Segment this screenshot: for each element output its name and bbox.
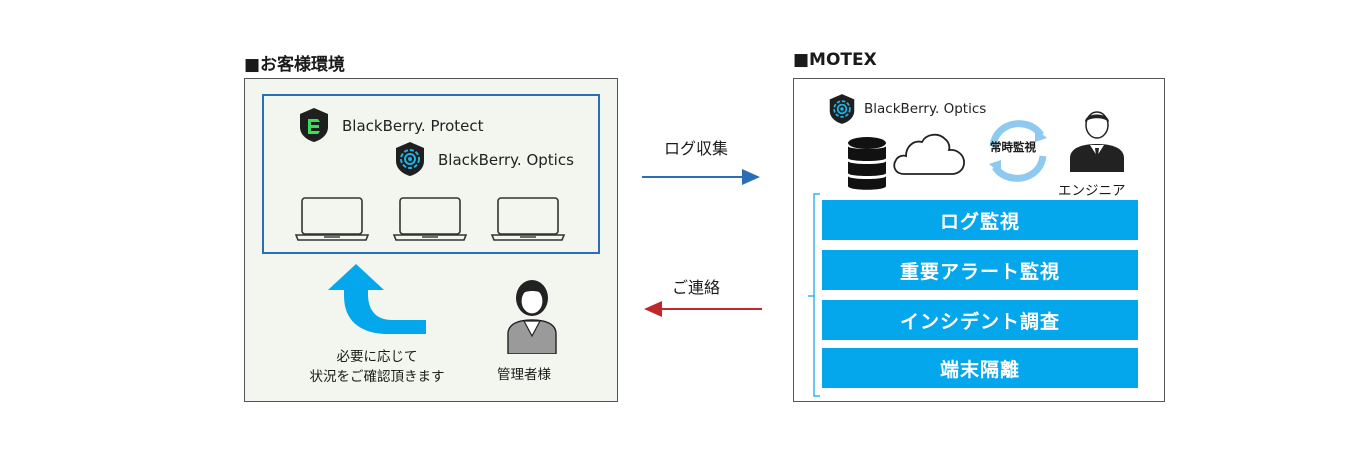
engineer-icon: [1070, 111, 1124, 172]
motex-optics-label: BlackBerry. Optics: [864, 101, 987, 117]
blackberry-protect-icon: [300, 108, 328, 142]
contact-arrow-icon: [644, 301, 762, 317]
administrator-icon: [507, 280, 557, 354]
log-collection-label: ログ収集: [664, 139, 729, 158]
administrator-label: 管理者様: [497, 367, 551, 383]
check-status-caption: 必要に応じて 状況をご確認頂きます: [282, 347, 472, 387]
laptop-icon: [393, 197, 467, 241]
check-status-caption-line1: 必要に応じて: [336, 349, 418, 365]
service-alert-monitoring: 重要アラート監視: [822, 250, 1138, 290]
engineer-label: エンジニア: [1058, 183, 1126, 199]
service-log-monitoring: ログ監視: [822, 200, 1138, 240]
customer-section-title: ■お客様環境: [244, 55, 346, 75]
cloud-icon: [893, 133, 965, 175]
laptop-icon: [491, 197, 565, 241]
service-bracket: [808, 193, 820, 397]
endpoint-group-box: [262, 94, 600, 254]
service-endpoint-isolation: 端末隔離: [822, 348, 1138, 388]
service-incident-investigation: インシデント調査: [822, 300, 1138, 340]
laptop-icon: [295, 197, 369, 241]
blackberry-optics-label: BlackBerry. Optics: [438, 151, 574, 169]
blackberry-optics-icon: [396, 142, 424, 176]
check-status-caption-line2: 状況をご確認頂きます: [309, 369, 445, 385]
log-collection-arrow-icon: [642, 169, 760, 185]
blackberry-protect-label: BlackBerry. Protect: [342, 117, 484, 135]
motex-section-title: ■MOTEX: [793, 50, 877, 70]
database-icon: [848, 137, 886, 190]
contact-label: ご連絡: [672, 278, 721, 297]
monitoring-label: 常時監視: [990, 140, 1036, 154]
check-status-arrow-icon: [328, 264, 426, 334]
blackberry-optics-icon: [829, 94, 855, 124]
monitoring-cycle-icon: [989, 120, 1047, 182]
